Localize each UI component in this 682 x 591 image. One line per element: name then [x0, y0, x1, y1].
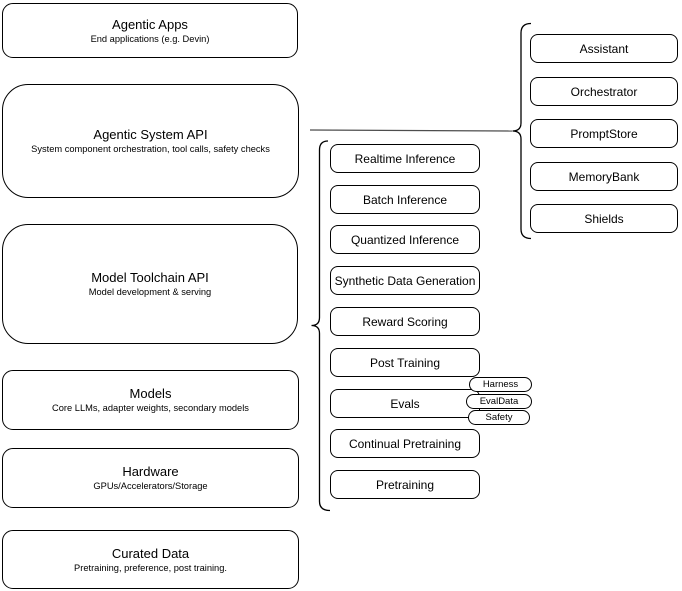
box-hardware: Hardware GPUs/Accelerators/Storage: [2, 448, 299, 508]
node-batch-inference: Batch Inference: [330, 185, 480, 214]
tag-harness: Harness: [469, 377, 532, 392]
node-label: Post Training: [369, 355, 441, 370]
box-title: Curated Data: [111, 545, 190, 561]
node-label: Realtime Inference: [354, 151, 456, 166]
node-label: Shields: [584, 211, 624, 226]
box-model-toolchain-api: Model Toolchain API Model development & …: [2, 224, 298, 344]
box-title: Agentic Apps: [112, 16, 188, 32]
node-label: Assistant: [579, 41, 629, 56]
system-brace: [512, 22, 532, 240]
node-quantized-inference: Quantized Inference: [330, 225, 480, 254]
node-pretraining: Pretraining: [330, 470, 480, 499]
tag-evaldata: EvalData: [466, 394, 532, 409]
node-reward-scoring: Reward Scoring: [330, 307, 480, 336]
tag-safety: Safety: [468, 410, 530, 425]
node-label: Continual Pretraining: [348, 436, 462, 451]
box-title: Hardware: [122, 464, 179, 479]
box-subtitle: End applications (e.g. Devin): [90, 33, 210, 44]
tag-label: Safety: [485, 412, 513, 423]
node-label: Orchestrator: [570, 84, 638, 99]
box-title: Models: [129, 386, 172, 401]
node-label: Quantized Inference: [350, 232, 460, 247]
node-continual-pretraining: Continual Pretraining: [330, 429, 480, 458]
node-synthetic-data-generation: Synthetic Data Generation: [330, 266, 480, 295]
box-title: Agentic System API: [93, 127, 208, 142]
node-label: Synthetic Data Generation: [334, 273, 476, 288]
box-subtitle: Core LLMs, adapter weights, secondary mo…: [52, 403, 249, 413]
node-label: Reward Scoring: [362, 314, 448, 329]
connector-line: [309, 129, 513, 132]
node-label: PromptStore: [570, 126, 638, 141]
node-promptstore: PromptStore: [530, 119, 678, 148]
node-post-training: Post Training: [330, 348, 480, 377]
box-title: Model Toolchain API: [91, 270, 209, 285]
node-label: MemoryBank: [568, 169, 640, 184]
tag-label: Harness: [482, 379, 519, 390]
node-assistant: Assistant: [530, 34, 678, 63]
box-subtitle: Pretraining, preference, post training.: [74, 562, 227, 573]
node-orchestrator: Orchestrator: [530, 77, 678, 106]
toolchain-brace: [311, 140, 331, 512]
node-realtime-inference: Realtime Inference: [330, 144, 480, 173]
node-shields: Shields: [530, 204, 678, 233]
box-subtitle: GPUs/Accelerators/Storage: [93, 481, 208, 491]
box-subtitle: System component orchestration, tool cal…: [31, 144, 270, 154]
node-label: Evals: [390, 396, 420, 411]
box-curated-data: Curated Data Pretraining, preference, po…: [2, 530, 299, 589]
tag-label: EvalData: [479, 396, 519, 407]
node-label: Pretraining: [375, 477, 435, 492]
box-models: Models Core LLMs, adapter weights, secon…: [2, 370, 299, 430]
box-agentic-system-api: Agentic System API System component orch…: [2, 84, 299, 198]
node-memorybank: MemoryBank: [530, 162, 678, 191]
box-agentic-apps: Agentic Apps End applications (e.g. Devi…: [2, 3, 298, 58]
node-label: Batch Inference: [362, 192, 448, 207]
node-evals: Evals: [330, 389, 480, 418]
box-subtitle: Model development & serving: [88, 287, 212, 297]
